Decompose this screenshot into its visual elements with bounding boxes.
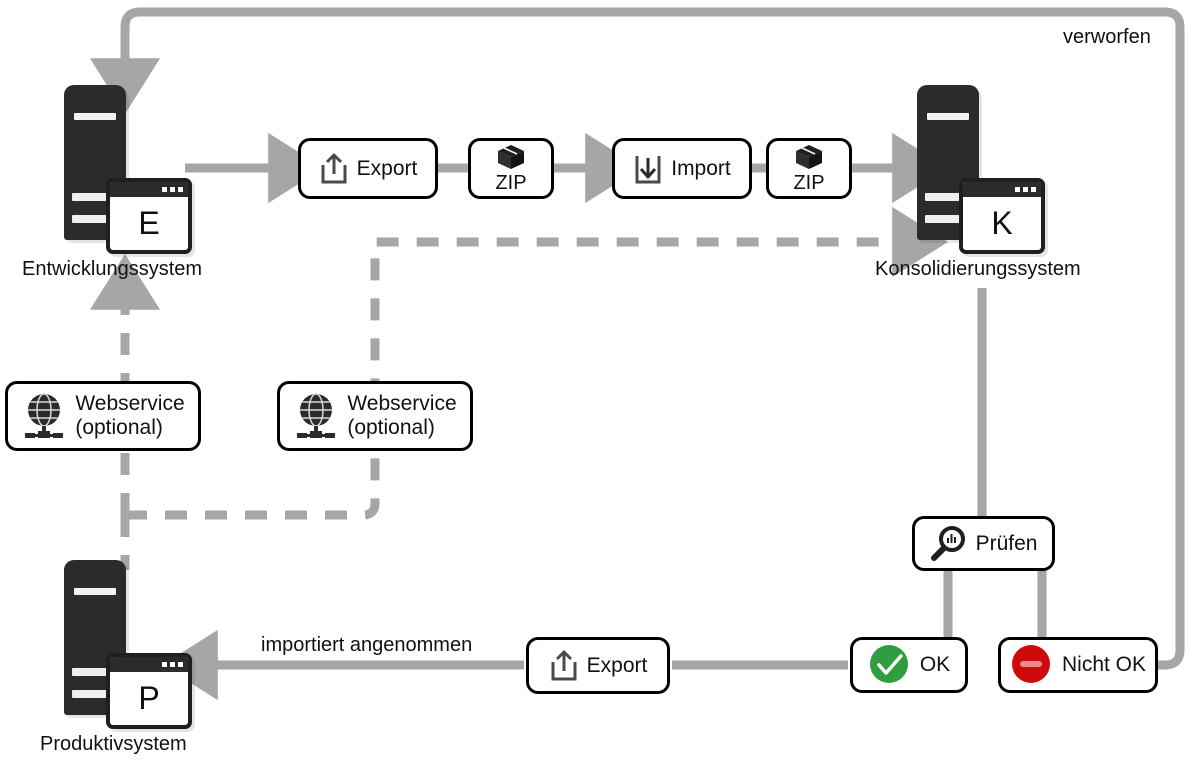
system-window-icon: K	[959, 178, 1045, 254]
system-window-icon: P	[106, 653, 192, 729]
window-titlebar	[110, 657, 188, 672]
system-letter: K	[991, 205, 1013, 241]
node-zip-1[interactable]: ZIP	[468, 138, 554, 199]
not-ok-minus-circle-icon	[1011, 645, 1050, 683]
node-nicht-ok[interactable]: Nicht OK	[998, 637, 1158, 693]
import-download-icon	[635, 155, 661, 183]
zip-package-icon	[796, 144, 822, 169]
edge-label-verworfen: verworfen	[1063, 26, 1151, 48]
node-label: OK	[919, 653, 951, 677]
node-label: Prüfen	[975, 531, 1038, 555]
webservice-globe-icon	[25, 393, 64, 438]
system-entwicklungssystem[interactable]: E Entwicklungssystem	[22, 85, 262, 280]
node-label: Webservice (optional)	[75, 392, 185, 439]
node-label: Export	[356, 156, 418, 180]
node-pruefen[interactable]: Prüfen	[912, 516, 1055, 571]
edge-verworfen	[89, 7, 1185, 670]
node-zip-2[interactable]: ZIP	[766, 138, 852, 199]
system-caption: Entwicklungssystem	[22, 258, 203, 280]
node-label: Import	[671, 156, 731, 180]
window-titlebar	[110, 182, 188, 197]
edge-label-importiert-angenommen: importiert angenommen	[261, 634, 473, 656]
export-upload-icon	[321, 153, 347, 183]
node-label: ZIP	[793, 171, 825, 194]
node-webservice-left[interactable]: Webservice (optional)	[5, 381, 201, 451]
node-export-top[interactable]: Export	[298, 138, 438, 199]
node-label: Webservice (optional)	[347, 392, 457, 439]
system-produktivsystem[interactable]: P Produktivsystem	[22, 560, 262, 755]
webservice-globe-icon	[297, 393, 336, 438]
node-export-bottom[interactable]: Export	[526, 637, 670, 694]
system-letter: P	[138, 680, 160, 716]
node-label: Nicht OK	[1061, 653, 1147, 677]
magnifier-check-icon	[930, 525, 965, 561]
zip-package-icon	[498, 144, 524, 169]
system-konsolidierungssystem[interactable]: K Konsolidierungssystem	[875, 85, 1135, 280]
ok-check-circle-icon	[869, 645, 908, 683]
system-window-icon: E	[106, 178, 192, 254]
node-ok[interactable]: OK	[850, 637, 968, 693]
node-label: ZIP	[495, 171, 527, 194]
node-import-top[interactable]: Import	[612, 138, 752, 199]
system-letter: E	[138, 205, 160, 241]
system-caption: Produktivsystem	[40, 733, 187, 755]
node-label: Export	[586, 653, 648, 677]
node-webservice-mid[interactable]: Webservice (optional)	[277, 381, 473, 451]
window-titlebar	[963, 182, 1041, 197]
system-caption: Konsolidierungssystem	[875, 258, 1081, 280]
export-upload-icon	[551, 650, 577, 680]
edge-webservice-dashed-to-konsolidierung	[125, 206, 948, 520]
